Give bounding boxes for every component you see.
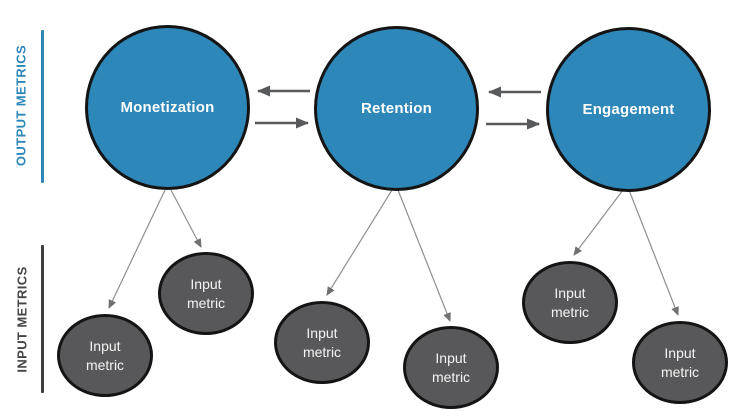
node-input-metric-6-label: Input metric <box>660 344 700 380</box>
line-monetization-to-input-2 <box>170 189 202 248</box>
node-retention-label: Retention <box>361 100 432 117</box>
node-input-metric-1: Input metric <box>57 314 153 397</box>
output-metrics-label: OUTPUT METRICS <box>13 44 29 167</box>
node-input-metric-5: Input metric <box>522 261 618 344</box>
node-engagement: Engagement <box>546 27 711 192</box>
node-input-metric-4: Input metric <box>403 326 499 409</box>
node-retention: Retention <box>314 26 479 191</box>
node-input-metric-2: Input metric <box>158 252 254 335</box>
line-retention-to-input-4 <box>397 189 451 322</box>
line-monetization-to-input-1 <box>108 189 166 309</box>
node-input-metric-3: Input metric <box>274 301 370 384</box>
node-engagement-label: Engagement <box>582 101 675 118</box>
node-monetization: Monetization <box>85 25 250 190</box>
node-input-metric-6: Input metric <box>632 321 728 404</box>
input-metrics-rule <box>41 245 44 393</box>
node-monetization-label: Monetization <box>120 99 215 116</box>
node-input-metric-3-label: Input metric <box>302 324 342 360</box>
node-input-metric-4-label: Input metric <box>431 349 471 385</box>
node-input-metric-2-label: Input metric <box>186 275 226 311</box>
line-engagement-to-input-6 <box>628 189 679 316</box>
node-input-metric-5-label: Input metric <box>550 284 590 320</box>
line-retention-to-input-3 <box>326 189 393 296</box>
line-engagement-to-input-5 <box>573 189 624 256</box>
node-input-metric-1-label: Input metric <box>85 337 125 373</box>
output-metrics-rule <box>41 30 44 183</box>
input-metrics-label: INPUT METRICS <box>14 266 30 373</box>
